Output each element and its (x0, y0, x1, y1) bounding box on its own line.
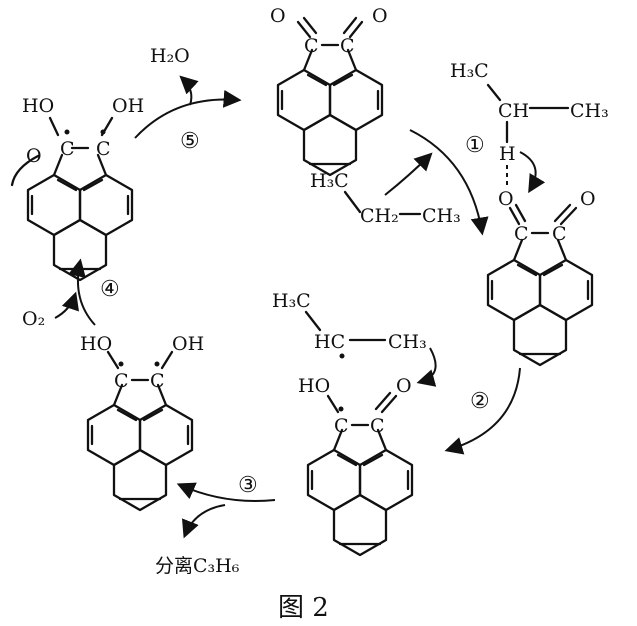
br-carbon-right: C (370, 415, 385, 437)
bl-hydroxyl-left: HO (80, 333, 112, 355)
right-oxygen-right: O (580, 188, 596, 210)
right-carbon-left: C (514, 223, 529, 245)
propane-side-h3c: H₃C (310, 170, 349, 192)
pyrene-epoxide-top-left: HO OH O C C (10, 95, 144, 282)
br-carbon-left: C (334, 415, 349, 437)
arrow-separation (181, 504, 226, 539)
right-carbon-right: C (552, 223, 567, 245)
top-carbon-right: C (340, 35, 355, 57)
propane-top-h: H (499, 143, 516, 165)
propane-top-ch: CH (498, 100, 529, 122)
br-hydroxyl: HO (298, 375, 330, 397)
figure-caption: 图 2 (278, 593, 329, 623)
tl-carbon-left: C (60, 138, 75, 160)
arrow-step-3 (176, 482, 276, 502)
top-carbon-left: C (304, 35, 319, 57)
top-oxygen-left: O (270, 5, 286, 27)
arrow-step-2 (444, 367, 521, 455)
pyrene-dione-top: O O C C (270, 5, 388, 177)
tl-hydroxyl-left: HO (22, 95, 54, 117)
br-oxygen: O (396, 375, 412, 397)
radical-hc: HC (314, 331, 345, 353)
radical-h3c: H₃C (272, 290, 311, 312)
step-label-5: ⑤ (180, 129, 200, 154)
radical-propyl: H₃C HC CH₃ (272, 290, 437, 387)
separation-label: 分离C₃H₆ (155, 555, 240, 577)
step-label-4: ④ (100, 277, 120, 302)
pyrene-dione-right: O O C C (486, 188, 596, 367)
arrow-step-4 (68, 258, 96, 326)
propane-top-ch3: CH₃ (570, 100, 609, 122)
arrow-step-1 (409, 129, 489, 236)
step-label-1: ① (465, 133, 485, 158)
water-label: H₂O (150, 45, 190, 67)
tl-carbon-right: C (96, 138, 111, 160)
propane-side-ch3: CH₃ (422, 205, 461, 227)
arrow-water (179, 75, 199, 106)
propane-side: H₃C CH₂ CH₃ (310, 152, 461, 227)
propane-side-ch2: CH₂ (360, 205, 399, 227)
propane-top: H₃C CH CH₃ H (450, 60, 609, 194)
pyrene-radical-bottom-right: HO O C C (298, 375, 414, 557)
tl-epoxide-oxygen: O (26, 145, 42, 167)
bl-carbon-right: C (150, 370, 165, 392)
pyrene-diol-bottom-left: HO OH C C (80, 333, 204, 512)
arrow-step-5 (134, 89, 242, 139)
bl-carbon-left: C (114, 370, 129, 392)
tl-hydroxyl-right: OH (112, 95, 144, 117)
radical-ch3: CH₃ (388, 331, 427, 353)
bl-hydroxyl-right: OH (172, 333, 204, 355)
oxygen-label: O₂ (22, 308, 45, 330)
step-label-2: ② (470, 389, 490, 414)
propane-top-h3c: H₃C (450, 60, 489, 82)
arrow-oxygen (54, 291, 79, 319)
right-oxygen-left: O (498, 188, 514, 210)
top-oxygen-right: O (372, 5, 388, 27)
step-label-3: ③ (238, 473, 258, 498)
